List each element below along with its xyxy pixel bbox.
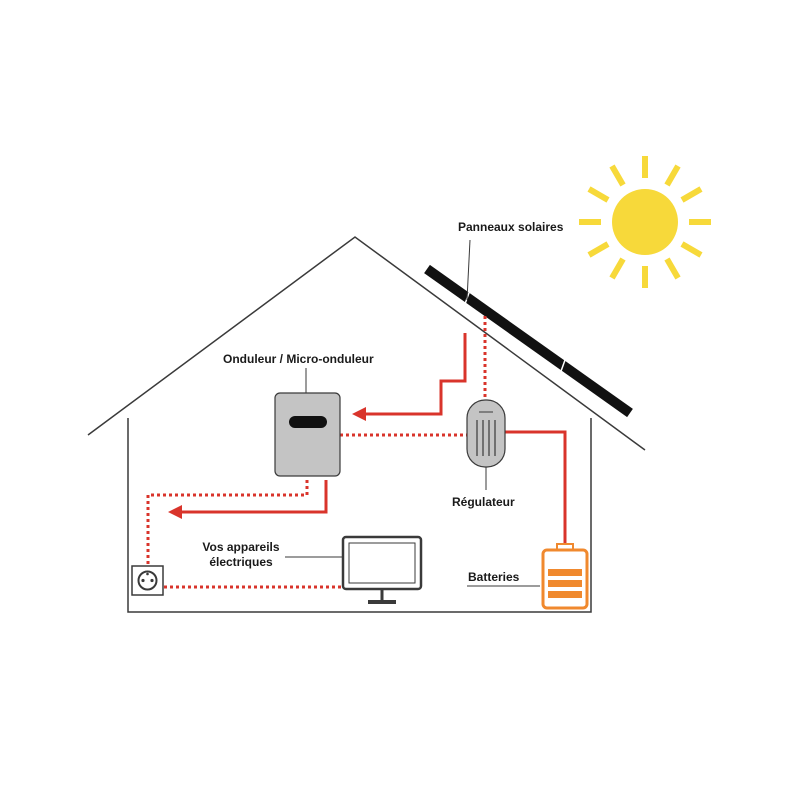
label-appareils-line2: électriques — [209, 555, 273, 569]
label-regulateur: Régulateur — [452, 495, 515, 509]
sun-icon — [579, 156, 711, 288]
label-onduleur: Onduleur / Micro-onduleur — [223, 352, 374, 366]
flow-panel-to-inverter — [366, 333, 467, 416]
solar-panel-icon — [424, 264, 633, 418]
arrowhead-into-inverter — [352, 407, 366, 421]
flow-regulator-to-battery — [505, 430, 567, 546]
house-outline — [87, 236, 646, 613]
monitor-icon — [341, 535, 423, 604]
flow-inverter-to-outlet — [146, 480, 309, 566]
label-batteries: Batteries — [468, 570, 520, 584]
arrowhead-into-house — [168, 505, 182, 519]
label-appareils-line1: Vos appareils — [202, 540, 280, 554]
outlet-icon — [131, 565, 164, 596]
inverter-icon — [274, 392, 341, 477]
flow-inverter-to-appliances — [182, 480, 328, 514]
battery-icon — [541, 543, 589, 610]
label-panneaux-solaires: Panneaux solaires — [458, 220, 564, 234]
panels-leader-line — [466, 239, 471, 301]
regulator-icon — [466, 399, 506, 468]
